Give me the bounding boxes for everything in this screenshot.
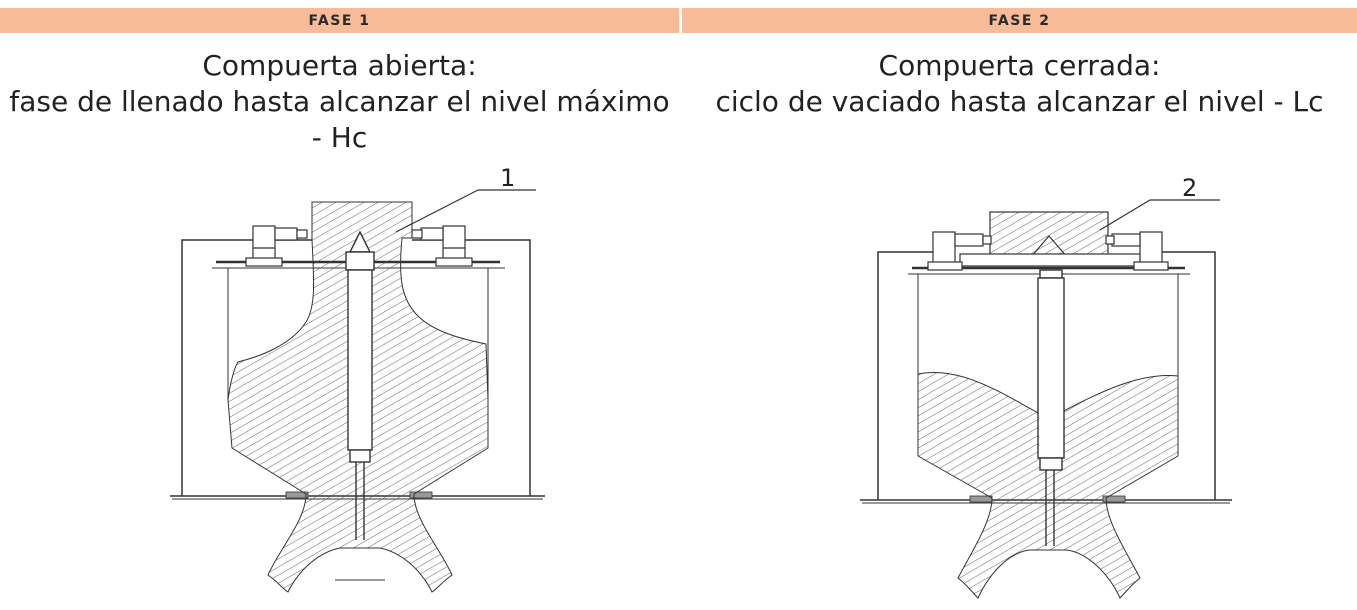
phase1-actuator-left [245,225,308,267]
phase2-callout-leader [1099,199,1151,231]
phase2-actuator-right [1105,231,1169,271]
phase2-caption-line2: ciclo de vaciado hasta alcanzar el nivel… [715,85,1324,118]
phase1-hopper-drawing [170,189,545,593]
phase1-header: FASE 1 [0,8,679,33]
phase2-header: FASE 2 [682,8,1357,33]
phase2-level-probe [1037,269,1065,546]
phase1-actuator-right [411,225,473,267]
phase1-callout-label: 1 [500,164,515,192]
phase2-callout-label: 2 [1182,174,1197,202]
phase1-caption-line2: fase de llenado hasta alcanzar el nivel … [9,85,670,154]
phase1-level-probe [345,230,375,540]
phase1-callout-leader [395,189,479,233]
phase2-caption-line1: Compuerta cerrada: [878,49,1161,82]
phase2-caption: Compuerta cerrada: ciclo de vaciado hast… [682,48,1357,120]
phase2-closed-gate [959,211,1141,267]
phase1-caption-line1: Compuerta abierta: [202,49,477,82]
phase2-actuator-left [927,231,992,271]
phase2-material [917,372,1179,599]
phase2-hopper-drawing [860,199,1232,599]
phase1-caption: Compuerta abierta: fase de llenado hasta… [0,48,679,156]
